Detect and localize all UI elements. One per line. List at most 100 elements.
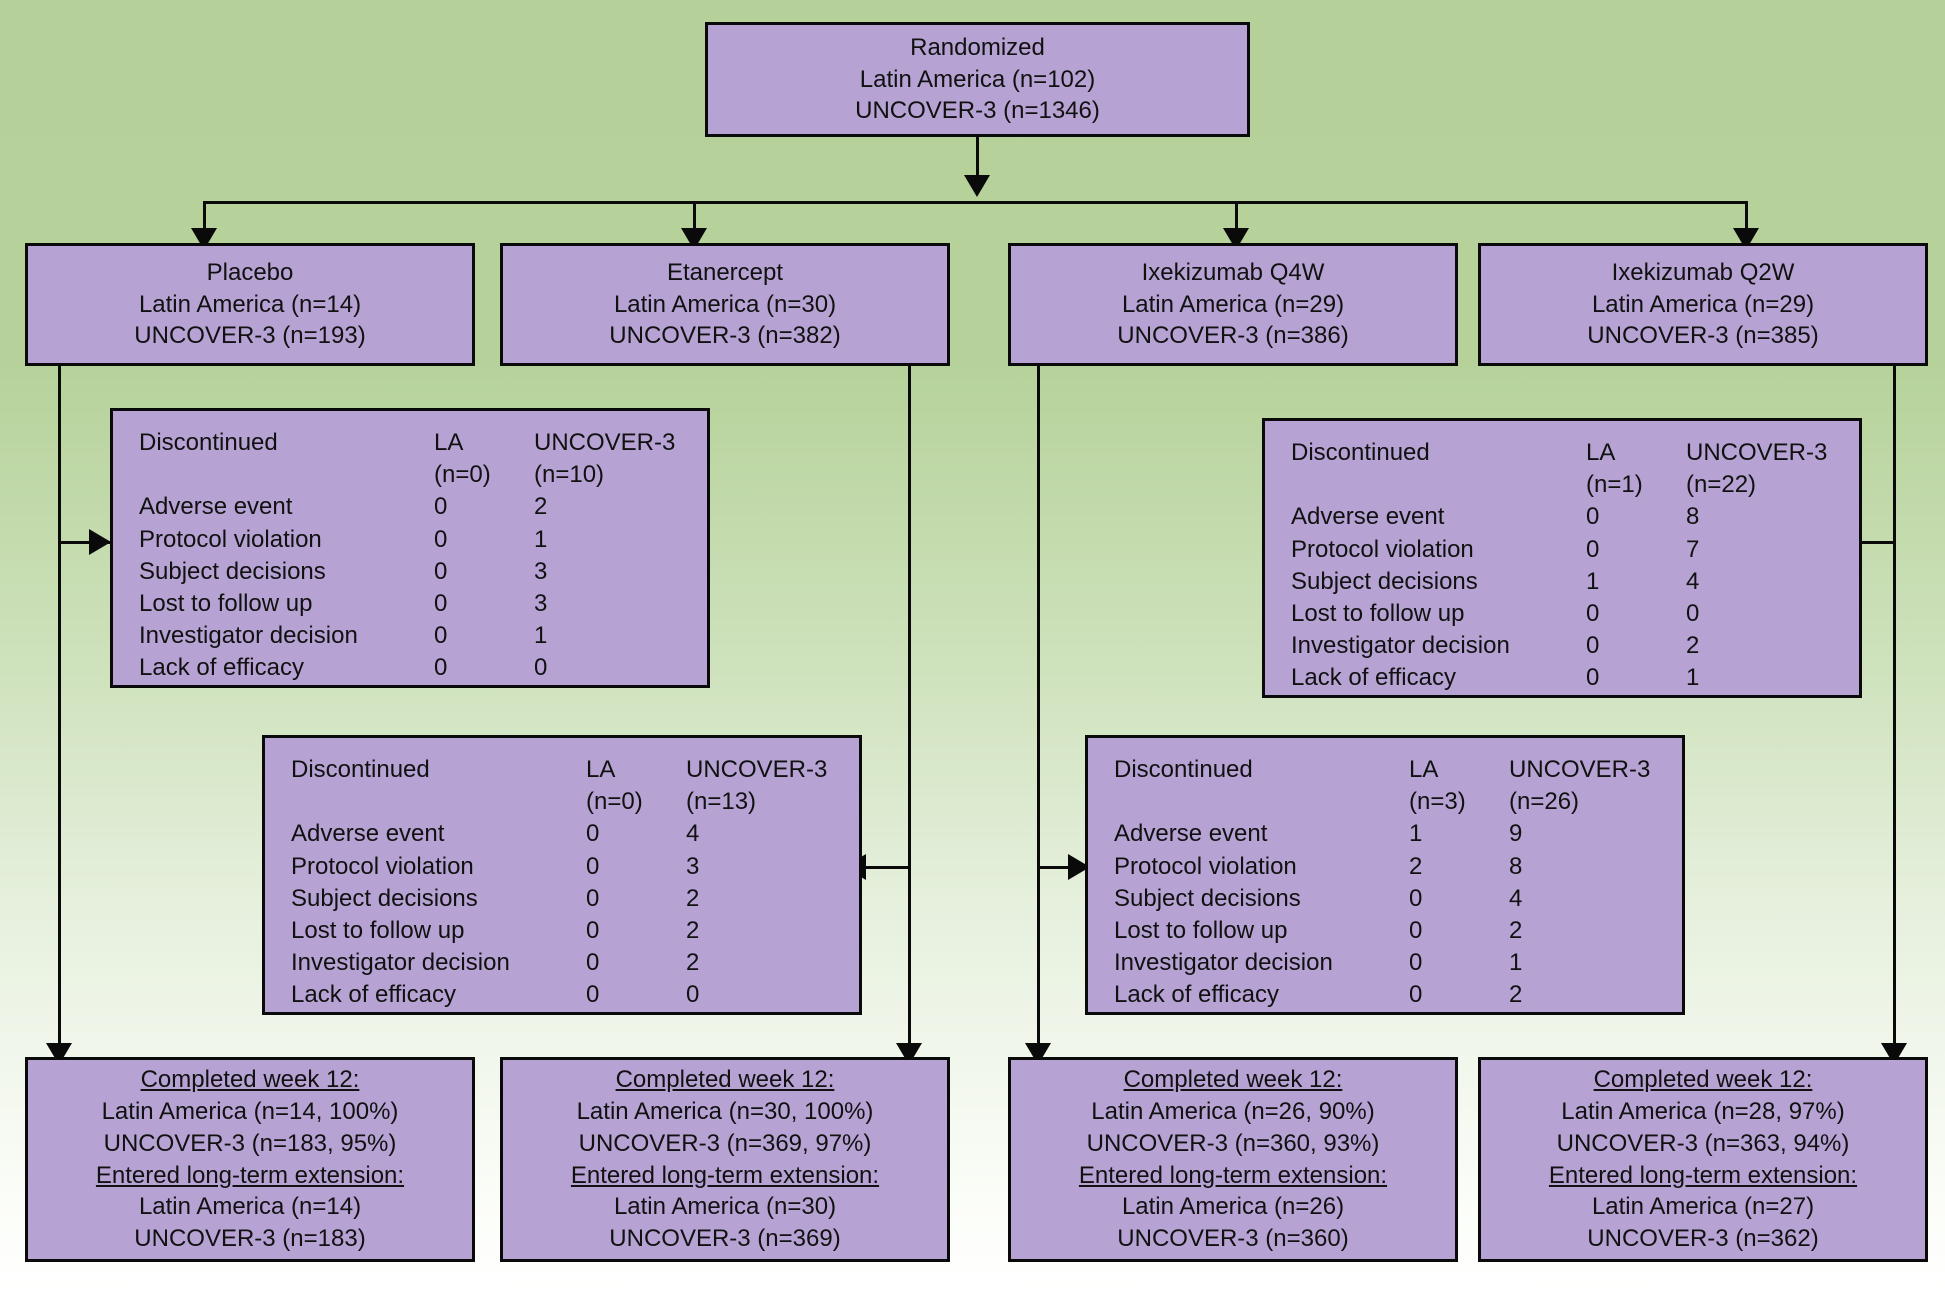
subheader-la: (n=0): [586, 788, 643, 816]
completed-heading: Completed week 12:: [140, 1066, 360, 1094]
extension-heading: Entered long-term extension:: [1548, 1161, 1858, 1189]
row-value-uncover3: 1: [534, 622, 548, 650]
row-label: Adverse event: [1291, 503, 1445, 531]
row-value-la: 0: [586, 820, 600, 848]
table-header-row: Discontinued LA UNCOVER-3: [1114, 754, 1659, 786]
row-value-uncover3: 1: [1686, 664, 1700, 692]
table-row: Adverse event 0 8: [1291, 501, 1836, 533]
row-value-la: 0: [1409, 949, 1423, 977]
row-value-uncover3: 4: [1509, 884, 1523, 912]
row-value-la: 0: [1586, 503, 1600, 531]
completed-box-etanercept: Completed week 12: Latin America (n=30, …: [500, 1057, 950, 1262]
subheader-la: (n=1): [1586, 471, 1643, 499]
column-header-uncover3: UNCOVER-3: [686, 756, 828, 783]
row-value-uncover3: 3: [686, 852, 700, 880]
discontinued-box-ixekizumab-q4w: Discontinued LA UNCOVER-3 (n=3) (n=26) A…: [1085, 735, 1685, 1015]
row-value-uncover3: 7: [1686, 535, 1700, 563]
column-header-la: LA: [586, 756, 616, 783]
row-label: Protocol violation: [1114, 852, 1297, 880]
table-row: Adverse event 1 9: [1114, 818, 1659, 850]
completed-heading: Completed week 12:: [1593, 1066, 1813, 1094]
row-label: Adverse event: [1114, 820, 1268, 848]
row-value-la: 1: [1586, 567, 1600, 595]
branch-ixekizumab-q2w-to-discontinued: [1830, 541, 1895, 544]
subheader-uncover3: (n=22): [1686, 471, 1757, 499]
discontinued-title: Discontinued: [291, 756, 430, 783]
node-randomized-title: Randomized: [910, 33, 1045, 61]
row-label: Subject decisions: [291, 884, 478, 912]
row-value-la: 0: [1586, 599, 1600, 627]
connector-drop-etanercept: [693, 201, 696, 231]
row-value-la: 0: [586, 981, 600, 1009]
table-row: Lost to follow up 0 2: [291, 915, 836, 947]
row-label: Adverse event: [291, 820, 445, 848]
arm-uncover3: UNCOVER-3 (n=385): [1587, 322, 1819, 350]
row-value-la: 0: [434, 525, 448, 553]
row-label: Lack of efficacy: [1291, 664, 1456, 692]
discontinued-table: Discontinued LA UNCOVER-3 (n=1) (n=22) A…: [1291, 437, 1836, 695]
row-value-uncover3: 2: [534, 493, 548, 521]
table-row: Investigator decision 0 2: [291, 947, 836, 979]
row-label: Subject decisions: [139, 557, 326, 585]
arm-latin-america: Latin America (n=29): [1121, 290, 1345, 318]
row-value-la: 0: [1586, 664, 1600, 692]
row-value-uncover3: 8: [1686, 503, 1700, 531]
completed-uncover3: UNCOVER-3 (n=369, 97%): [578, 1129, 872, 1157]
node-arm-ixekizumab-q2w: Ixekizumab Q2W Latin America (n=29) UNCO…: [1478, 243, 1928, 366]
column-header-la: LA: [1409, 756, 1439, 783]
node-randomized-uncover3: UNCOVER-3 (n=1346): [855, 97, 1100, 125]
column-header-la: LA: [1586, 439, 1616, 466]
arm-uncover3: UNCOVER-3 (n=193): [134, 322, 366, 350]
row-label: Lack of efficacy: [1114, 981, 1279, 1009]
row-value-la: 0: [1409, 884, 1423, 912]
row-label: Lack of efficacy: [139, 654, 304, 682]
table-subheader-row: (n=1) (n=22): [1291, 469, 1836, 501]
node-arm-etanercept: Etanercept Latin America (n=30) UNCOVER-…: [500, 243, 950, 366]
row-value-la: 0: [1586, 535, 1600, 563]
node-arm-ixekizumab-q4w: Ixekizumab Q4W Latin America (n=29) UNCO…: [1008, 243, 1458, 366]
row-value-uncover3: 0: [534, 654, 548, 682]
table-row: Lost to follow up 0 3: [139, 588, 684, 620]
table-header-row: Discontinued LA UNCOVER-3: [1291, 437, 1836, 469]
table-row: Subject decisions 0 4: [1114, 883, 1659, 915]
arm-title: Etanercept: [666, 258, 784, 286]
extension-heading: Entered long-term extension:: [95, 1161, 405, 1189]
row-value-la: 0: [1586, 632, 1600, 660]
row-value-uncover3: 8: [1509, 852, 1523, 880]
arm-latin-america: Latin America (n=14): [138, 290, 362, 318]
row-value-la: 0: [586, 916, 600, 944]
branch-placebo-to-discontinued: [58, 541, 117, 544]
spine-ixekizumab-q4w: [1037, 366, 1040, 1046]
row-value-la: 0: [434, 557, 448, 585]
table-header-row: Discontinued LA UNCOVER-3: [139, 427, 684, 459]
subheader-uncover3: (n=26): [1509, 788, 1580, 816]
column-header-uncover3: UNCOVER-3: [1686, 439, 1828, 466]
row-label: Investigator decision: [291, 949, 510, 977]
row-value-uncover3: 1: [534, 525, 548, 553]
row-value-la: 0: [434, 622, 448, 650]
row-value-la: 1: [1409, 820, 1423, 848]
connector-drop-ixekizumab-q2w: [1745, 201, 1748, 231]
row-value-uncover3: 0: [686, 981, 700, 1009]
extension-latin-america: Latin America (n=14): [138, 1193, 362, 1221]
extension-uncover3: UNCOVER-3 (n=183): [134, 1224, 366, 1252]
extension-latin-america: Latin America (n=27): [1591, 1193, 1815, 1221]
table-row: Subject decisions 0 3: [139, 556, 684, 588]
table-row: Lack of efficacy 0 2: [1114, 979, 1659, 1011]
table-row: Investigator decision 0 2: [1291, 630, 1836, 662]
table-row: Lack of efficacy 0 0: [139, 652, 684, 684]
connector-drop-placebo: [203, 201, 206, 231]
row-value-uncover3: 2: [686, 884, 700, 912]
arm-title: Placebo: [206, 258, 294, 286]
row-label: Subject decisions: [1114, 884, 1301, 912]
completed-uncover3: UNCOVER-3 (n=360, 93%): [1086, 1129, 1380, 1157]
table-row: Subject decisions 1 4: [1291, 566, 1836, 598]
row-value-la: 0: [586, 852, 600, 880]
extension-latin-america: Latin America (n=26): [1121, 1193, 1345, 1221]
row-label: Lost to follow up: [1114, 916, 1288, 944]
table-row: Protocol violation 2 8: [1114, 851, 1659, 883]
node-randomized-latin-america: Latin America (n=102): [859, 65, 1096, 93]
subheader-uncover3: (n=10): [534, 461, 605, 489]
arm-title: Ixekizumab Q4W: [1141, 258, 1325, 286]
